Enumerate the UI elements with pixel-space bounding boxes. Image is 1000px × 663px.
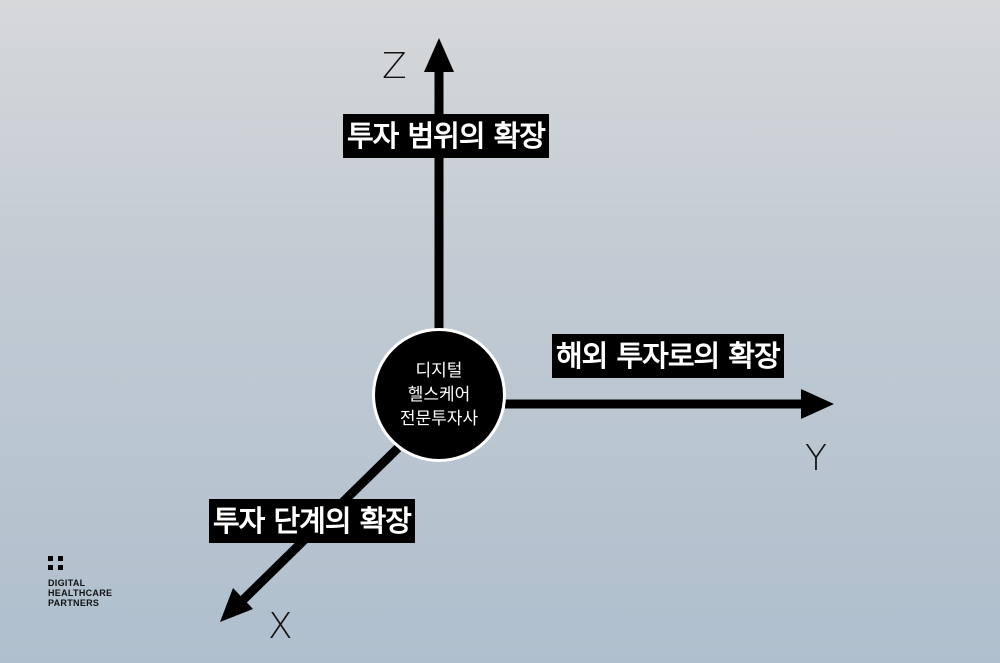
center-line-3: 전문투자사 (399, 409, 479, 429)
logo-line-2: HEALTHCARE (48, 588, 113, 598)
z-axis-arrowhead (424, 38, 454, 72)
center-line-1: 디지털 (415, 361, 463, 381)
y-axis-letter: Y (805, 438, 827, 479)
logo-line-3: PARTNERS (48, 598, 100, 608)
y-axis-arrowhead (801, 389, 834, 419)
y-axis-label: 해외 투자로의 확장 (552, 334, 784, 378)
z-axis-letter: Z (382, 46, 407, 87)
center-circle: 디지털 헬스케어 전문투자사 (372, 328, 506, 462)
center-line-2: 헬스케어 (407, 385, 471, 405)
x-axis-letter: X (268, 606, 293, 647)
company-logo: DIGITAL HEALTHCARE PARTNERS (48, 556, 112, 608)
z-axis-label: 투자 범위의 확장 (343, 114, 549, 158)
logo-text: DIGITAL HEALTHCARE PARTNERS (48, 578, 112, 608)
logo-mark-icon (48, 556, 64, 570)
x-axis-arrowhead (220, 588, 253, 622)
x-axis-label: 투자 단계의 확장 (209, 499, 415, 543)
logo-line-1: DIGITAL (48, 578, 86, 588)
